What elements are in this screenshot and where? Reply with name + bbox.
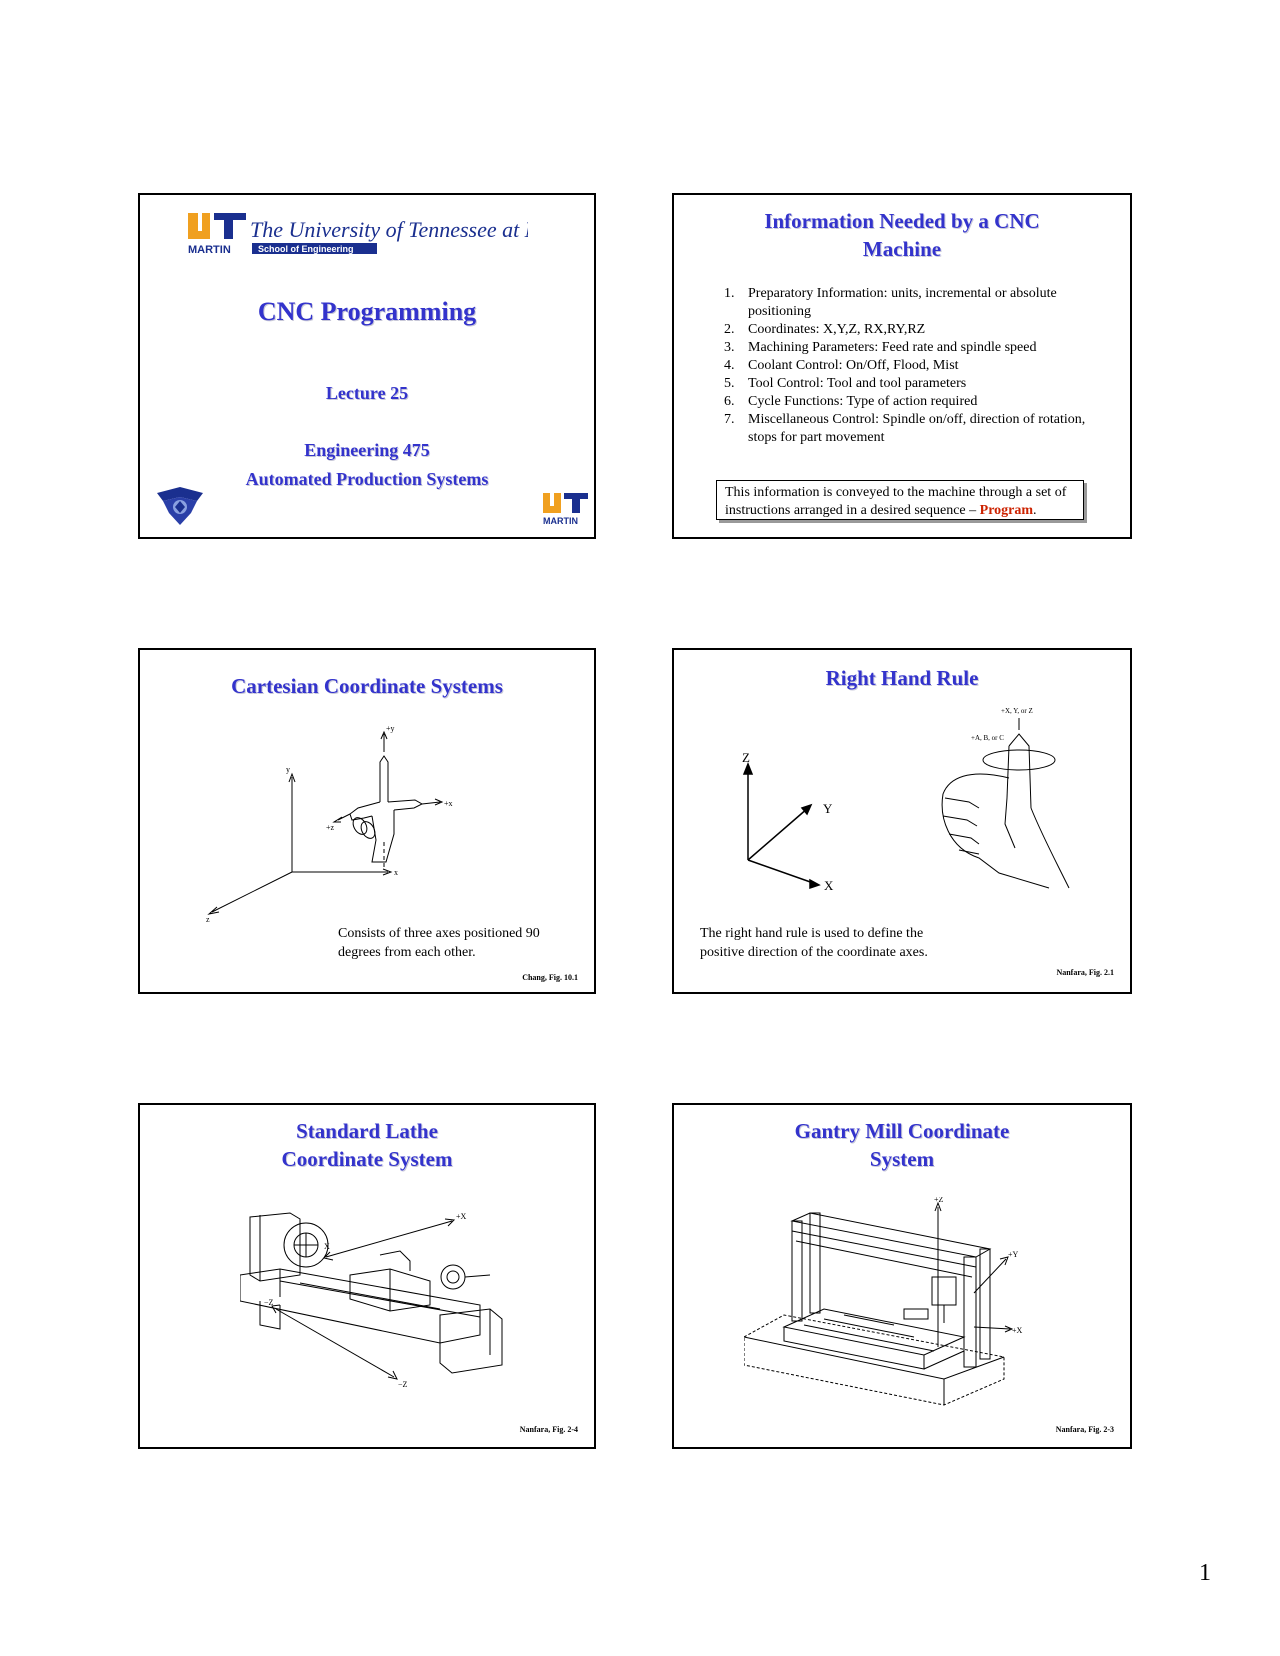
figure-source: Chang, Fig. 10.1	[522, 973, 578, 982]
school-crest-icon	[157, 487, 203, 525]
svg-text:+X, Y, or Z: +X, Y, or Z	[1001, 707, 1033, 715]
figure-source: Nanfara, Fig. 2-4	[519, 1425, 578, 1434]
svg-text:−Z: −Z	[264, 1298, 274, 1307]
ut-martin-small-logo: MARTIN	[543, 493, 588, 526]
list-item: 7.Miscellaneous Control: Spindle on/off,…	[724, 412, 1086, 445]
svg-text:+X: +X	[456, 1212, 467, 1221]
axes-diagram: Z Y X	[742, 750, 834, 890]
figure-source: Nanfara, Fig. 2-3	[1055, 1425, 1114, 1434]
svg-text:Z: Z	[742, 750, 750, 765]
list-item: 1.Preparatory Information: units, increm…	[724, 286, 1057, 319]
svg-text:School of Engineering: School of Engineering	[258, 244, 354, 254]
program-callout: This information is conveyed to the mach…	[716, 480, 1084, 520]
figure-source: Nanfara, Fig. 2.1	[1056, 968, 1114, 977]
page-number: 1	[1199, 1560, 1211, 1586]
svg-text:+y: +y	[386, 724, 395, 733]
svg-text:X: X	[324, 1242, 330, 1251]
info-list: 1.Preparatory Information: units, increm…	[724, 285, 1094, 447]
lecture-label: Lecture 25	[325, 383, 409, 403]
list-item: 6.Cycle Functions: Type of action requir…	[724, 394, 978, 409]
svg-text:The University of Tennessee at: The University of Tennessee at Martin	[250, 217, 528, 242]
slide-heading: Cartesian Coordinate Systems	[231, 674, 503, 698]
svg-text:+z: +z	[326, 823, 335, 832]
slide-caption: Consists of three axes positioned 90 deg…	[338, 926, 540, 960]
slide-heading: Right Hand Rule	[825, 666, 979, 690]
right-hand-icon: +X, Y, or Z +A, B, or C	[941, 707, 1070, 889]
slide-heading-line2: Coordinate System	[281, 1147, 453, 1171]
slide-heading-line1: Information Needed by a CNC	[764, 209, 1040, 233]
svg-text:x: x	[394, 868, 398, 877]
ut-martin-logo: The University of Tennessee at Martin MA…	[188, 213, 528, 255]
svg-text:+X: +X	[1012, 1326, 1023, 1335]
svg-text:y: y	[286, 765, 290, 774]
cartesian-axes-figure: +y +x +z y x z	[206, 724, 453, 924]
svg-text:z: z	[206, 915, 210, 924]
list-item: 4.Coolant Control: On/Off, Flood, Mist	[724, 358, 959, 373]
svg-text:MARTIN: MARTIN	[188, 244, 231, 255]
slide-cartesian: Cartesian Coordinate Systems +y	[138, 648, 596, 994]
slide-heading-line2: System	[869, 1147, 935, 1171]
slide-right-hand-rule: Right Hand Rule Z Y X	[672, 648, 1132, 994]
slide-gantry-mill: Gantry Mill Coordinate System	[672, 1103, 1132, 1449]
slide-title: The University of Tennessee at Martin MA…	[138, 193, 596, 539]
list-item: 5.Tool Control: Tool and tool parameters	[724, 376, 967, 391]
svg-text:−Z: −Z	[398, 1380, 408, 1389]
slide-heading-line1: Gantry Mill Coordinate	[794, 1119, 1010, 1143]
svg-text:MARTIN: MARTIN	[543, 516, 578, 526]
slide-information-needed: Information Needed by a CNC Machine 1.Pr…	[672, 193, 1132, 539]
svg-text:+A, B, or C: +A, B, or C	[971, 734, 1004, 742]
svg-text:+Y: +Y	[1008, 1250, 1019, 1259]
svg-text:X: X	[824, 878, 834, 890]
slide-title-text: CNC Programming	[257, 297, 477, 326]
slide-heading-line2: Machine	[862, 237, 942, 261]
svg-text:+Z: +Z	[934, 1197, 944, 1204]
lathe-figure: +X X −Z −Z	[240, 1212, 503, 1389]
list-item: 3.Machining Parameters: Feed rate and sp…	[724, 340, 1037, 355]
svg-text:Y: Y	[823, 801, 833, 816]
slide-lathe: Standard Lathe Coordinate System	[138, 1103, 596, 1449]
course-name: Automated Production Systems	[245, 469, 489, 489]
gantry-mill-figure: +Z +Y +X	[744, 1197, 1023, 1406]
slide-caption: The right hand rule is used to define th…	[700, 926, 928, 960]
list-item: 2.Coordinates: X,Y,Z, RX,RY,RZ	[724, 322, 926, 337]
svg-text:+x: +x	[444, 799, 453, 808]
course-number: Engineering 475	[304, 440, 430, 460]
slide-heading-line1: Standard Lathe	[296, 1119, 438, 1143]
